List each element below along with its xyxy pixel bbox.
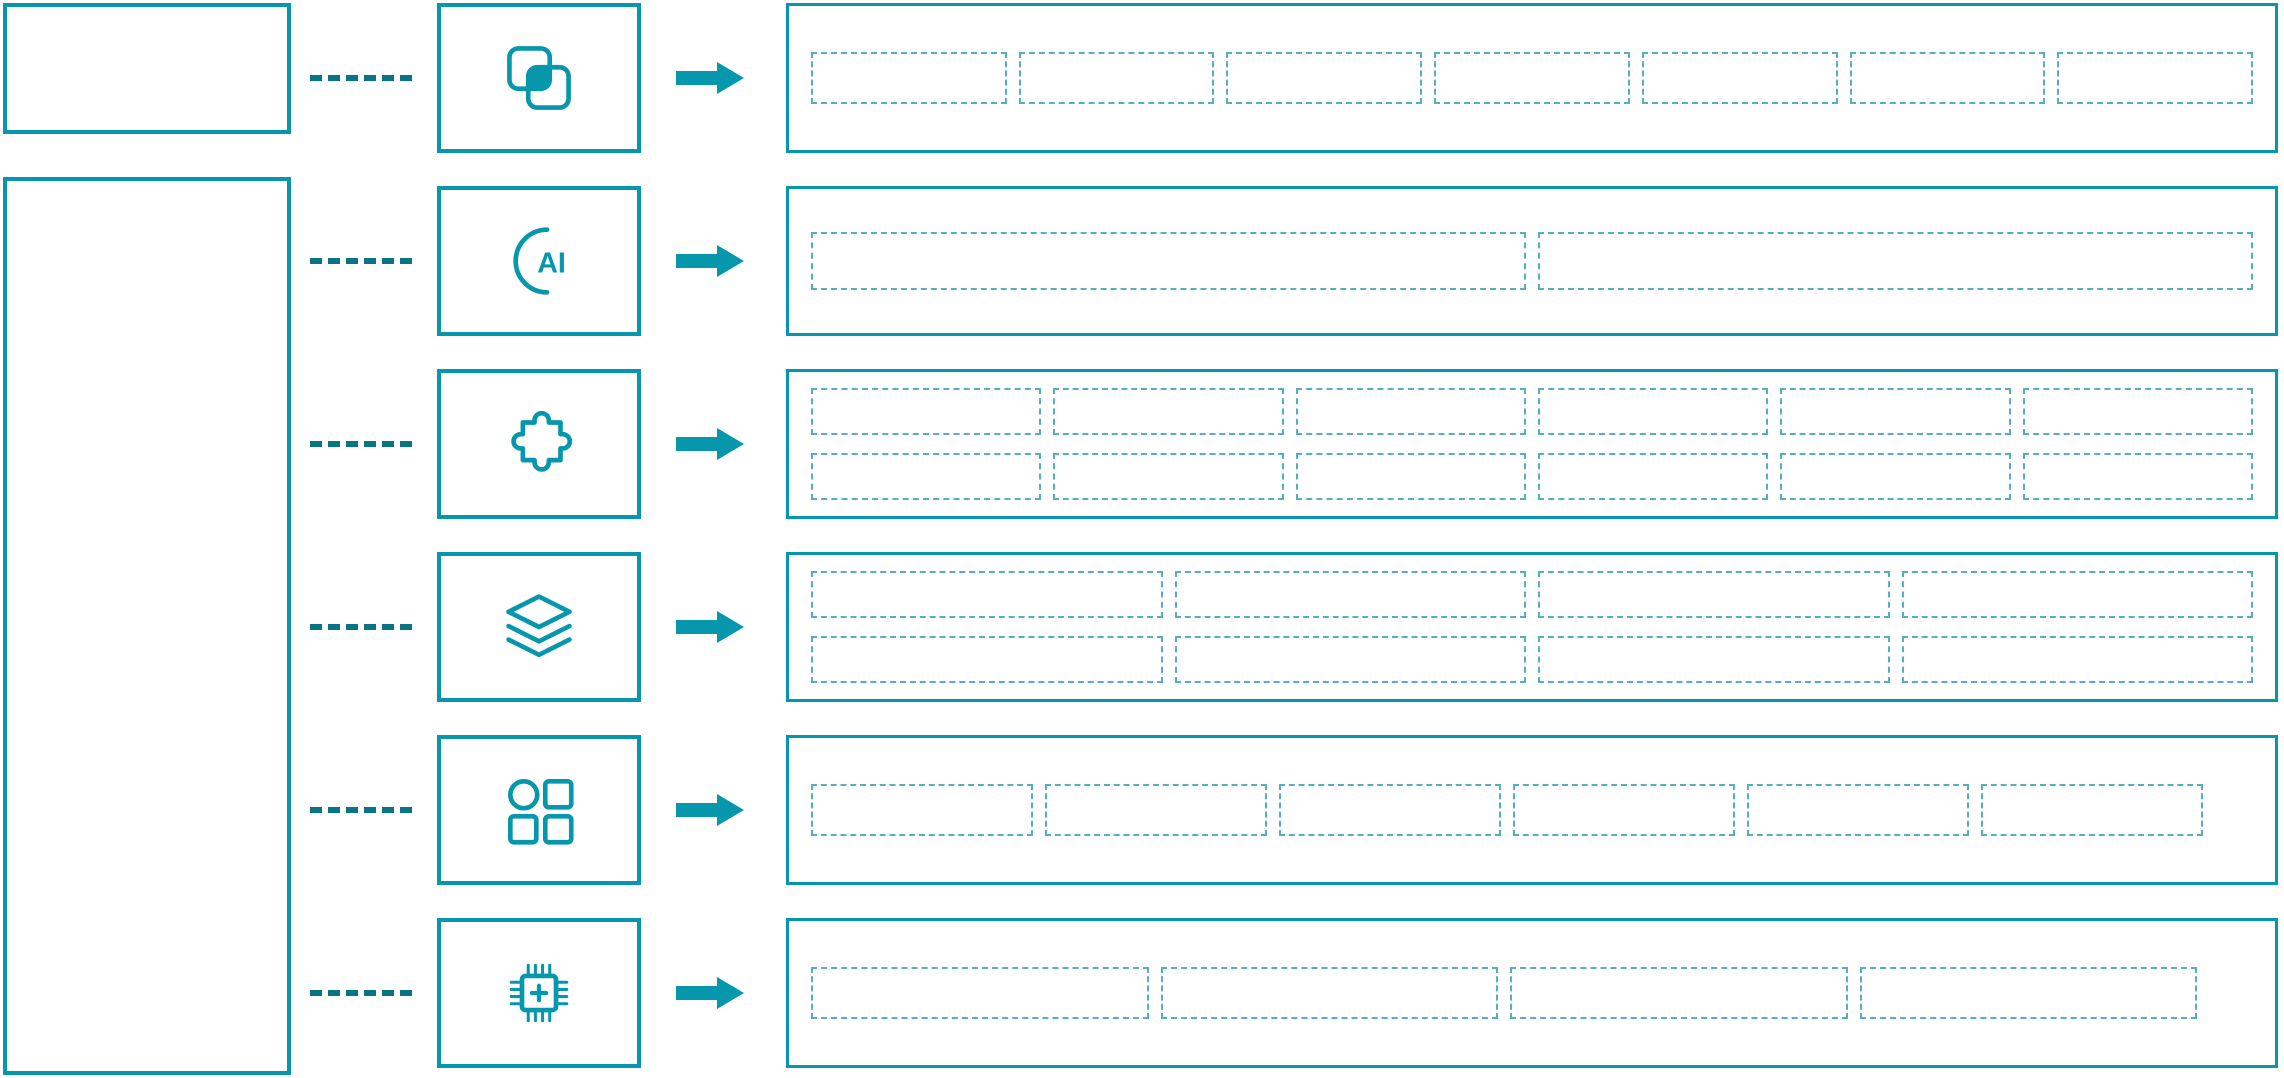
arrow-right-icon	[676, 611, 744, 643]
placeholder-box	[2022, 453, 2253, 500]
icon-box	[437, 3, 641, 153]
placeholder-box	[1226, 52, 1423, 104]
placeholder-box	[1279, 784, 1501, 836]
placeholder-row	[811, 232, 2253, 290]
placeholder-box	[1981, 784, 2203, 836]
placeholder-box	[1901, 571, 2253, 618]
placeholder-box	[1174, 636, 1526, 683]
diagram-row-3	[0, 369, 2284, 519]
dashed-connector-line	[310, 624, 412, 630]
diagram-row-4	[0, 552, 2284, 702]
placeholder-box	[2022, 388, 2253, 435]
icon-box	[437, 369, 641, 519]
placeholder-box	[1510, 967, 1848, 1019]
left-side-box	[3, 177, 291, 1075]
placeholder-box	[1780, 388, 2011, 435]
placeholder-box	[811, 636, 1163, 683]
dashed-connector-line	[310, 258, 412, 264]
placeholder-box	[1053, 388, 1284, 435]
placeholder-box	[1537, 388, 1769, 435]
placeholder-box	[1053, 453, 1284, 500]
top-left-box	[3, 3, 291, 134]
placeholder-box	[1018, 52, 1215, 104]
placeholder-box	[811, 388, 1042, 435]
dashed-connector-line	[310, 990, 412, 996]
placeholder-row	[811, 571, 2253, 618]
placeholder-box	[1295, 453, 1526, 500]
placeholder-box	[1434, 52, 1630, 104]
ai-head-icon: AI	[513, 227, 566, 295]
placeholder-box	[811, 232, 1526, 290]
diagram-row-1	[0, 3, 2284, 153]
placeholder-box	[2057, 52, 2254, 104]
icon-box	[437, 735, 641, 885]
placeholder-box	[1160, 967, 1498, 1019]
placeholder-row	[811, 52, 2254, 104]
overlapping-squares-icon	[507, 46, 571, 110]
placeholder-box	[1538, 232, 2253, 290]
item-group-box	[786, 735, 2278, 885]
item-group-box	[786, 186, 2278, 336]
icon-box	[437, 552, 641, 702]
placeholder-box	[1513, 784, 1735, 836]
item-group-box	[786, 3, 2278, 153]
diagram-row-6	[0, 918, 2284, 1068]
icon-box	[437, 918, 641, 1068]
placeholder-box	[811, 784, 1033, 836]
arrow-right-icon	[676, 428, 744, 460]
placeholder-box	[811, 453, 1042, 500]
placeholder-box	[1174, 571, 1526, 618]
placeholder-box	[1537, 453, 1769, 500]
diagram-row-5	[0, 735, 2284, 885]
dashed-connector-line	[310, 441, 412, 447]
placeholder-box	[1538, 571, 1890, 618]
icon-box: AI	[437, 186, 641, 336]
arrow-right-icon	[676, 245, 744, 277]
placeholder-box	[811, 52, 1007, 104]
placeholder-row	[811, 388, 2253, 435]
placeholder-row	[811, 967, 2253, 1019]
placeholder-box	[1295, 388, 1526, 435]
placeholder-box	[1780, 453, 2011, 500]
app-grid-icon	[508, 779, 574, 845]
placeholder-box	[1641, 52, 1838, 104]
item-group-box	[786, 369, 2278, 519]
placeholder-row	[811, 636, 2253, 683]
placeholder-row	[811, 784, 2253, 836]
placeholder-row	[811, 453, 2253, 500]
ai-label: AI	[537, 248, 566, 280]
layers-icon	[506, 594, 572, 658]
placeholder-box	[1849, 52, 2046, 104]
arrow-right-icon	[676, 977, 744, 1009]
arrow-right-icon	[676, 62, 744, 94]
placeholder-box	[811, 571, 1163, 618]
dashed-connector-line	[310, 75, 412, 81]
puzzle-piece-icon	[511, 410, 573, 472]
placeholder-box	[1538, 636, 1890, 683]
placeholder-box	[811, 967, 1149, 1019]
placeholder-box	[1747, 784, 1969, 836]
placeholder-box	[1859, 967, 2197, 1019]
item-group-box	[786, 552, 2278, 702]
placeholder-box	[1901, 636, 2253, 683]
placeholder-box	[1045, 784, 1267, 836]
arrow-right-icon	[676, 794, 744, 826]
item-group-box	[786, 918, 2278, 1068]
diagram-row-2: AI	[0, 186, 2284, 336]
chip-plus-icon	[509, 963, 569, 1023]
dashed-connector-line	[310, 807, 412, 813]
